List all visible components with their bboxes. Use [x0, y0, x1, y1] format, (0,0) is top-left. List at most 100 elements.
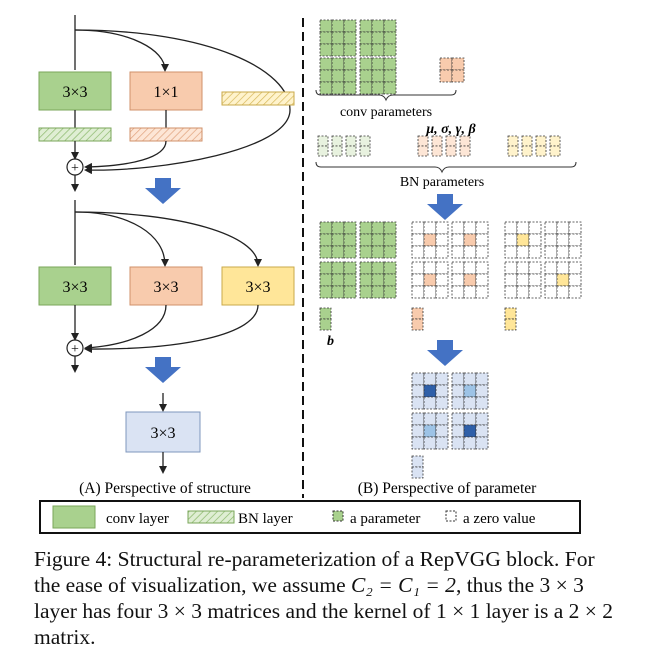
green-kernel-matrix	[331, 273, 345, 287]
bn-params-label: BN parameters	[400, 175, 484, 190]
merged-kernel-matrix	[475, 372, 489, 386]
padded-1x1-matrix	[411, 221, 425, 235]
green-kernel-matrix	[371, 233, 385, 247]
reparam-figure: 3×3 1×1 + 3×3 3×3 3×3 +	[38, 15, 582, 534]
bias-label: b	[327, 334, 334, 349]
merged-bias-column	[411, 466, 424, 479]
green-kernel-matrix	[343, 233, 357, 247]
merged-kernel-matrix	[435, 372, 449, 386]
conv1x1-matrix	[451, 57, 465, 71]
padded-1x1-matrix	[475, 245, 489, 259]
green-kernel-matrix	[343, 221, 357, 235]
green-kernel-matrix	[343, 245, 357, 259]
padded-1x1-matrix	[475, 285, 489, 299]
green-kernel-matrix	[343, 285, 357, 299]
green-kernel-matrix	[383, 221, 397, 235]
identity-matrix	[528, 273, 542, 287]
svg-text:3×3: 3×3	[62, 279, 87, 296]
bn-param-column	[345, 145, 357, 157]
identity-matrix	[516, 285, 530, 299]
conv3x3-matrix	[371, 57, 385, 71]
merged-kernel-matrix	[451, 436, 465, 450]
legend: conv layer BN layer a parameter a zero v…	[39, 500, 581, 534]
identity-matrix	[568, 285, 582, 299]
merged-kernel-matrix	[411, 424, 425, 438]
green-kernel-matrix	[319, 261, 333, 275]
green-kernel-matrix	[383, 285, 397, 299]
merged-kernel-matrix	[411, 436, 425, 450]
identity-matrix	[528, 245, 542, 259]
green-kernel-matrix	[383, 245, 397, 259]
padded-1x1-matrix	[451, 273, 465, 287]
padded-1x1-matrix	[475, 221, 489, 235]
conv3x3-matrix	[383, 31, 397, 45]
padded-1x1-matrix	[451, 245, 465, 259]
bn-param-column	[331, 145, 343, 157]
identity-matrix	[528, 261, 542, 275]
green-kernel-matrix	[371, 273, 385, 287]
conv3x3-matrix	[331, 31, 345, 45]
conv3x3-matrix	[371, 69, 385, 83]
conv3x3-matrix	[359, 43, 373, 57]
green-kernel-matrix	[319, 221, 333, 235]
identity-matrix	[556, 221, 570, 235]
identity-matrix	[528, 221, 542, 235]
merged-kernel-matrix	[463, 384, 477, 398]
padded-1x1-matrix	[463, 233, 477, 247]
bias-column	[411, 318, 424, 331]
padded-1x1-matrix	[463, 273, 477, 287]
bn-param-column	[535, 145, 547, 157]
conv1x1-label: 1×1	[153, 84, 178, 101]
padded-1x1-matrix	[475, 233, 489, 247]
padded-1x1-matrix	[411, 285, 425, 299]
green-kernel-matrix	[319, 233, 333, 247]
merged-kernel-matrix	[475, 396, 489, 410]
conv3x3-matrix	[319, 31, 333, 45]
padded-1x1-matrix	[451, 285, 465, 299]
green-kernel-matrix	[319, 245, 333, 259]
bn-param-column	[359, 145, 371, 157]
conv1x1-box	[129, 71, 203, 111]
identity-matrix	[504, 273, 518, 287]
bn-1x1	[129, 127, 203, 142]
identity-matrix	[528, 233, 542, 247]
bias-column	[319, 307, 332, 320]
padded-1x1-matrix	[435, 261, 449, 275]
green-kernel-matrix	[331, 245, 345, 259]
conv3x3-matrix	[359, 19, 373, 33]
conv-params-label: conv parameters	[340, 105, 432, 120]
legend-conv-swatch	[52, 505, 96, 529]
merged-kernel-matrix	[423, 396, 437, 410]
identity-matrix	[504, 233, 518, 247]
merged-kernel-matrix	[411, 412, 425, 426]
legend-param-label: a parameter	[350, 511, 420, 527]
padded-1x1-matrix	[435, 273, 449, 287]
conv3x3-matrix	[371, 31, 385, 45]
legend-conv-label: conv layer	[106, 511, 169, 527]
conv3x3-matrix	[383, 19, 397, 33]
merged-kernel-matrix	[451, 396, 465, 410]
green-kernel-matrix	[371, 261, 385, 275]
conv3x3-matrix	[359, 31, 373, 45]
green-kernel-matrix	[371, 221, 385, 235]
identity-matrix	[568, 273, 582, 287]
identity-matrix	[568, 245, 582, 259]
bias-column	[411, 307, 424, 320]
green-kernel-matrix	[359, 285, 373, 299]
bn-param-column	[521, 145, 533, 157]
conv3x3-matrix	[319, 19, 333, 33]
bn-param-column	[331, 135, 343, 147]
merged-kernel-matrix	[411, 396, 425, 410]
green-kernel-matrix	[383, 273, 397, 287]
padded-1x1-matrix	[435, 245, 449, 259]
conv3x3-matrix	[331, 43, 345, 57]
green-kernel-matrix	[383, 233, 397, 247]
conv3x3-matrix	[319, 69, 333, 83]
panel-a-label: (A) Perspective of structure	[79, 480, 251, 497]
transform-arrow-icon	[145, 357, 181, 383]
conv3x3-matrix	[371, 43, 385, 57]
bn-param-column	[431, 145, 443, 157]
merged-kernel-matrix	[451, 424, 465, 438]
conv3x3-matrix	[343, 69, 357, 83]
padded-1x1-matrix	[411, 273, 425, 287]
